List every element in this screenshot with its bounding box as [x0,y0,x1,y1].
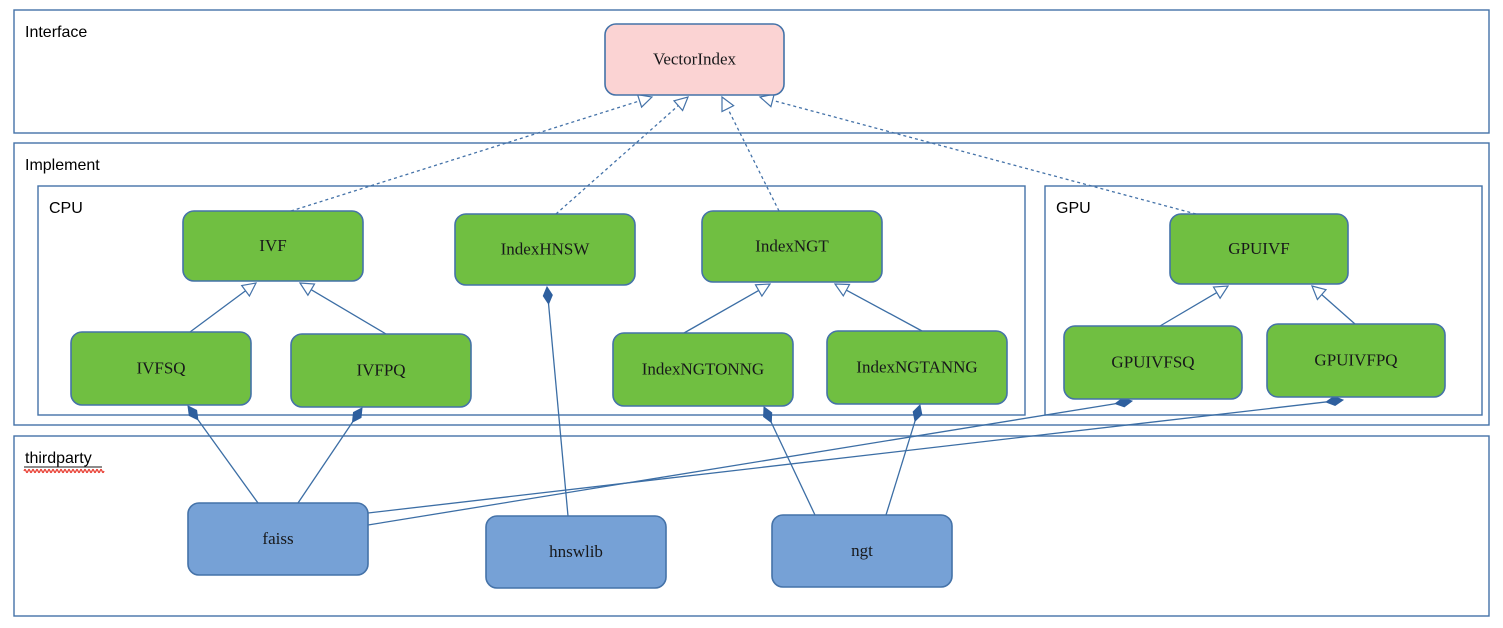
edge-ivfsq-to-ivf [189,282,258,333]
node-ivf[interactable]: IVF [182,210,364,282]
node-box-indexngtonng[interactable] [612,332,794,407]
edge-ngt-to-indexngtanng [885,403,923,516]
edge-faiss-to-gpuivfsq [367,397,1134,526]
frame-label-interface: Interface [25,24,87,41]
node-box-ivfpq[interactable] [290,333,472,408]
node-label-indexngt: IndexNGT [755,236,829,255]
node-label-faiss: faiss [262,529,293,548]
node-label-gpuivfpq: GPUIVFPQ [1314,350,1397,369]
node-label-hnswlib: hnswlib [549,542,603,561]
edge-indexngtonng-to-indexngt [683,283,772,334]
edge-gpuivfsq-to-gpuivf [1159,285,1230,327]
edge-line [197,419,259,504]
node-ivfsq[interactable]: IVFSQ [70,331,252,406]
node-label-ivfsq: IVFSQ [136,358,185,377]
node-hnswlib[interactable]: hnswlib [485,515,667,589]
composition-diamond-icon [1325,395,1345,406]
composition-diamond-icon [351,407,363,423]
frame-label-implement: Implement [25,157,100,174]
composition-diamond-icon [1114,397,1134,408]
generalization-arrowhead-icon [754,283,772,298]
node-box-ivfsq[interactable] [70,331,252,406]
edge-line [367,401,1327,514]
node-box-ngt[interactable] [771,514,953,588]
edge-line [885,421,916,516]
node-box-vectorindex[interactable] [604,23,785,96]
composition-diamond-icon [912,403,923,423]
node-indexngtanng[interactable]: IndexNGTANNG [826,330,1008,405]
node-box-gpuivfsq[interactable] [1063,325,1243,400]
edge-line [310,289,387,335]
edge-line [189,290,246,333]
edge-indexhnsw-to-vectorindex [555,96,690,215]
node-box-gpuivf[interactable] [1169,213,1349,285]
node-gpuivfpq[interactable]: GPUIVFPQ [1266,323,1446,398]
node-box-hnswlib[interactable] [485,515,667,589]
node-vectorindex[interactable]: VectorIndex [604,23,785,96]
frame-label-gpu: GPU [1056,200,1091,217]
generalization-arrowhead-icon [833,283,851,298]
node-label-gpuivf: GPUIVF [1228,239,1289,258]
edge-faiss-to-ivfpq [297,407,363,504]
realization-arrowhead-icon [672,96,690,112]
edge-line [297,421,354,504]
composition-diamond-icon [187,405,199,421]
edge-gpuivfpq-to-gpuivf [1310,285,1356,325]
node-ngt[interactable]: ngt [771,514,953,588]
node-label-indexngtonng: IndexNGTONNG [642,359,764,378]
node-label-ngt: ngt [851,541,873,560]
node-box-indexngtanng[interactable] [826,330,1008,405]
composition-diamond-icon [763,406,773,424]
node-gpuivf[interactable]: GPUIVF [1169,213,1349,285]
node-label-ivfpq: IVFPQ [356,360,405,379]
edge-line [683,289,760,334]
edge-line [367,403,1116,526]
edge-line [770,422,816,516]
node-box-indexngt[interactable] [701,210,883,283]
edge-line [846,289,923,332]
node-indexngtonng[interactable]: IndexNGTONNG [612,332,794,407]
node-ivfpq[interactable]: IVFPQ [290,333,472,408]
node-label-indexhnsw: IndexHNSW [501,239,591,258]
edge-line [290,100,640,212]
composition-diamond-icon [542,285,553,305]
generalization-arrowhead-icon [240,282,258,298]
node-indexhnsw[interactable]: IndexHNSW [454,213,636,286]
frame-label-cpu: CPU [49,200,83,217]
edge-indexngt-to-vectorindex [721,95,780,212]
generalization-arrowhead-icon [1212,285,1230,300]
generalization-arrowhead-icon [298,282,316,297]
edge-faiss-to-gpuivfpq [367,395,1345,514]
edge-ivf-to-vectorindex [290,93,654,212]
node-label-vectorindex: VectorIndex [653,49,737,68]
node-box-indexhnsw[interactable] [454,213,636,286]
edge-ngt-to-indexngtonng [763,406,816,516]
frame-label-thirdparty: thirdparty [25,450,92,467]
node-label-gpuivfsq: GPUIVFSQ [1111,352,1194,371]
edge-faiss-to-ivfsq [187,405,259,504]
realization-arrowhead-icon [721,95,735,113]
edge-layer [187,93,1356,526]
edge-hnswlib-to-indexhnsw [542,285,569,517]
edge-line [547,303,569,517]
node-label-indexngtanng: IndexNGTANNG [856,357,977,376]
edge-line [772,99,1197,215]
node-box-faiss[interactable] [187,502,369,576]
node-label-ivf: IVF [259,236,286,255]
node-indexngt[interactable]: IndexNGT [701,210,883,283]
realization-arrowhead-icon [636,93,654,109]
node-box-gpuivfpq[interactable] [1266,323,1446,398]
edge-line [1321,294,1356,325]
node-faiss[interactable]: faiss [187,502,369,576]
edge-indexngtanng-to-indexngt [833,283,923,332]
generalization-arrowhead-icon [1310,285,1328,301]
edge-ivfpq-to-ivf [298,282,387,335]
edge-line [1159,292,1218,327]
edge-line [727,108,780,212]
spellcheck-squiggle-icon [23,468,105,474]
node-gpuivfsq[interactable]: GPUIVFSQ [1063,325,1243,400]
node-box-ivf[interactable] [182,210,364,282]
